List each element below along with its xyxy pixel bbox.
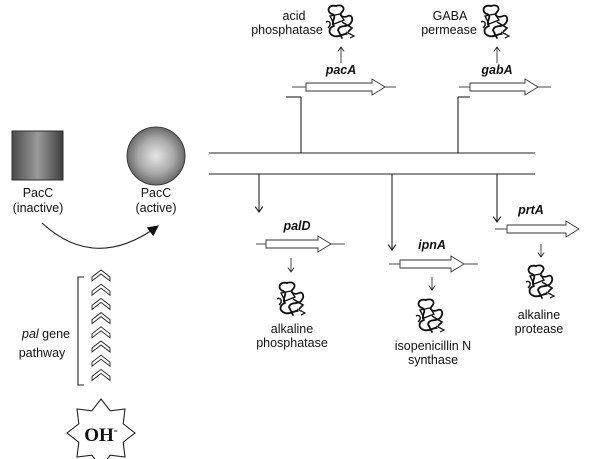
- pal-pathway-chevron-icon: [91, 312, 111, 325]
- gene-pacA-arrow-icon: [305, 78, 386, 96]
- pacc-active-circle: [126, 126, 186, 186]
- alkaline-phosphatase-protein-icon: [276, 281, 306, 316]
- pal-pathway-line1: pal gene: [21, 327, 70, 341]
- gabA-product-line1: GABA: [433, 9, 468, 23]
- oh-signal-label: OH-: [84, 423, 118, 446]
- gene-pacA: pacA: [292, 63, 396, 96]
- gene-gabA-arrow-icon: [469, 78, 539, 96]
- pacA-product-line1: acid: [283, 9, 306, 23]
- pal-pathway-chevron-icon: [91, 340, 111, 353]
- pacA-product-line2: phosphatase: [251, 23, 323, 37]
- pal-pathway-line2: pathway: [19, 346, 66, 360]
- gabA-product-line2: permease: [421, 23, 477, 37]
- isopenicillin-n-synthase-protein-icon: [415, 298, 445, 333]
- pal-pathway-bracket: [77, 276, 84, 386]
- pacc-inactive-state: (inactive): [13, 201, 64, 215]
- acid-phosphatase-protein-icon: [325, 4, 355, 39]
- pal-pathway-chevron-icon: [91, 354, 111, 368]
- gene-palD-name: palD: [282, 219, 310, 233]
- prtA-product-line1: alkaline: [518, 308, 560, 322]
- ipnA-product-line2: synthase: [408, 353, 458, 367]
- gene-pacA-name: pacA: [325, 63, 357, 77]
- ipnA-product-line1: isopenicillin N: [395, 339, 471, 353]
- gene-prtA-name: prtA: [517, 203, 544, 217]
- palD-product-line2: phosphatase: [256, 336, 328, 350]
- pacc-active-name: PacC: [141, 186, 172, 200]
- gene-gabA-name: gabA: [480, 63, 512, 77]
- gene-gabA: gabA: [459, 63, 551, 96]
- pal-pathway-chevron-icon: [91, 297, 111, 311]
- gene-ipnA-name: ipnA: [418, 238, 446, 252]
- gene-prtA: prtA: [495, 203, 580, 238]
- pacc-inactive-square: [11, 130, 64, 181]
- pal-pathway-chevron-icon: [91, 269, 111, 282]
- pacc-inactive-name: PacC: [23, 186, 54, 200]
- pacc-active-state: (active): [136, 201, 177, 215]
- pal-pathway-chevron-icon: [91, 326, 111, 339]
- gene-ipnA: ipnA: [389, 238, 478, 273]
- activation-curve-arrow: [41, 222, 159, 249]
- pal-pathway-chevron-icon: [91, 368, 111, 382]
- gaba-permease-protein-icon: [480, 4, 510, 39]
- oh-signal-star: [66, 398, 136, 459]
- prtA-product-line2: protease: [515, 322, 564, 336]
- palD-product-line1: alkaline: [271, 322, 313, 336]
- gene-prtA-arrow-icon: [506, 220, 580, 238]
- gene-palD-arrow-icon: [265, 235, 332, 253]
- pal-pathway-chevron-stack: [91, 269, 111, 382]
- gene-palD: palD: [256, 219, 345, 253]
- alkaline-protease-protein-icon: [525, 264, 555, 299]
- gene-ipnA-arrow-icon: [399, 255, 465, 273]
- pal-pathway-chevron-icon: [91, 283, 111, 297]
